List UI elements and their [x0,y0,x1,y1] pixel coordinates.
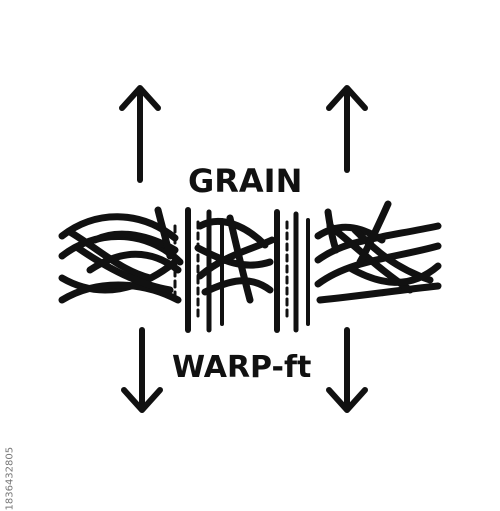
image-id-text: 1836432805 [4,446,16,511]
arrow-up-icon [326,85,368,173]
arrow-up-icon [119,85,161,183]
illustration-graphic [58,85,442,413]
warp-dashes [173,220,289,322]
arrow-down-icon [326,327,368,413]
grain-label: GRAIN [188,162,303,200]
woven-fibers-icon [58,200,442,333]
grain-warp-illustration: GRAIN WARP-ft 1836432805 [5,85,442,511]
arrow-down-icon [121,327,163,413]
warp-label: WARP-ft [172,350,312,385]
